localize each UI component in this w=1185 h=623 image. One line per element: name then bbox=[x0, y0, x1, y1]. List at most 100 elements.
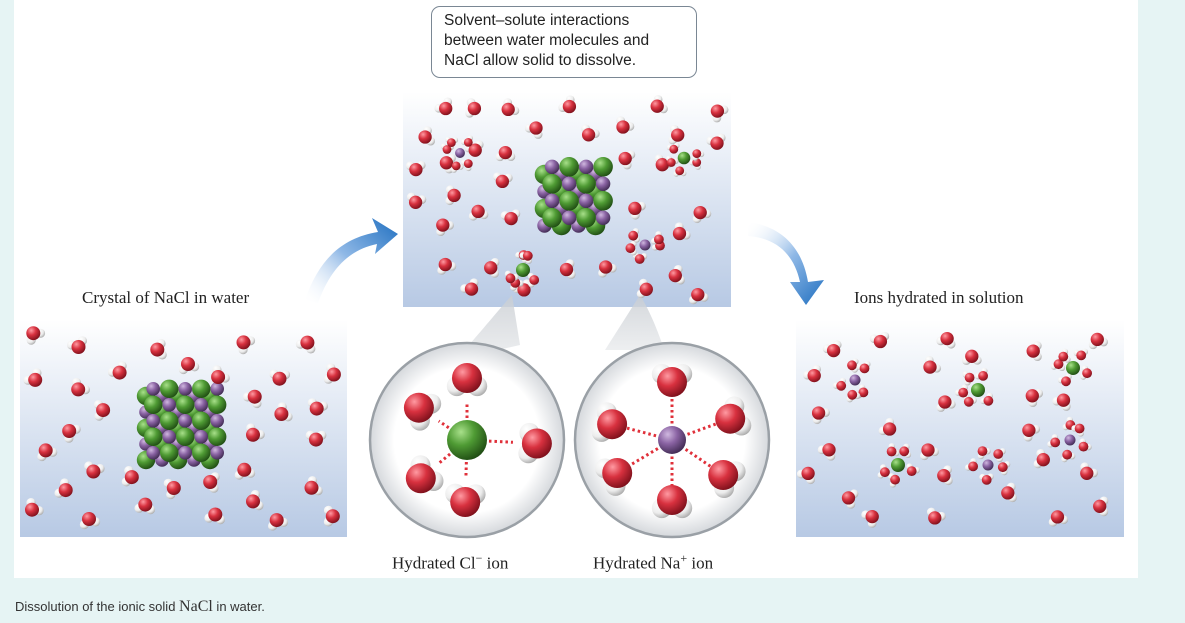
water-molecule bbox=[37, 443, 58, 462]
oxygen-atom bbox=[993, 449, 1004, 459]
chloride-ion bbox=[144, 427, 163, 446]
oxygen-atom bbox=[1050, 510, 1065, 524]
chloride-ion bbox=[144, 395, 163, 414]
oxygen-atom bbox=[304, 480, 319, 495]
chloride-ion bbox=[593, 157, 613, 177]
oxygen-atom bbox=[451, 161, 461, 171]
oxygen-atom bbox=[634, 254, 645, 264]
oxygen-atom bbox=[484, 261, 498, 275]
oxygen-atom bbox=[1001, 486, 1015, 500]
oxygen-atom bbox=[495, 174, 510, 189]
oxygen-atom bbox=[439, 101, 453, 116]
oxygen-atom bbox=[668, 268, 682, 283]
oxygen-atom bbox=[807, 368, 821, 383]
oxygen-atom bbox=[442, 145, 452, 154]
sodium-ion bbox=[561, 176, 577, 192]
oxygen-atom bbox=[923, 360, 937, 374]
oxygen-atom bbox=[1025, 389, 1039, 403]
oxygen-atom bbox=[166, 481, 181, 495]
oxygen-atom bbox=[1022, 423, 1036, 437]
water-molecule bbox=[1078, 438, 1092, 452]
water-molecule bbox=[962, 394, 977, 407]
oxygen-atom bbox=[246, 494, 260, 509]
oxygen-atom bbox=[274, 407, 289, 421]
oxygen-atom bbox=[602, 458, 633, 488]
water-molecule bbox=[1088, 332, 1108, 350]
oxygen-atom bbox=[450, 487, 481, 517]
chloride-ion bbox=[192, 443, 211, 462]
water-molecule bbox=[846, 389, 861, 403]
water-molecule bbox=[636, 278, 653, 299]
water-molecule bbox=[926, 507, 946, 525]
arrow-left-to-center bbox=[305, 218, 398, 303]
label-hydrated-cl-suffix: ion bbox=[482, 553, 509, 573]
oxygen-atom bbox=[655, 158, 669, 172]
molecule-layer bbox=[23, 95, 1109, 531]
sodium-ion bbox=[849, 374, 861, 386]
oxygen-atom bbox=[890, 474, 900, 485]
oxygen-atom bbox=[958, 387, 969, 398]
oxygen-atom bbox=[691, 287, 705, 302]
water-molecule bbox=[323, 363, 341, 384]
sodium-ion bbox=[210, 382, 224, 396]
sodium-ion bbox=[1064, 434, 1076, 446]
water-molecule bbox=[436, 218, 454, 236]
water-molecule bbox=[500, 209, 521, 226]
water-molecule bbox=[936, 331, 956, 349]
oxygen-atom bbox=[616, 120, 630, 134]
oxygen-atom bbox=[1058, 351, 1069, 362]
oxygen-atom bbox=[38, 443, 53, 458]
chloride-ion bbox=[516, 263, 530, 277]
label-hydrated-cl-charge: − bbox=[475, 551, 483, 565]
zoom-cone-right bbox=[605, 295, 665, 350]
label-hydrated-na: Hydrated Na+ ion bbox=[593, 551, 713, 574]
oxygen-atom bbox=[529, 275, 540, 285]
callout-box: Solvent–solute interactions between wate… bbox=[431, 6, 697, 78]
oxygen-atom bbox=[309, 432, 323, 447]
oxygen-atom bbox=[559, 262, 574, 277]
water-molecule bbox=[710, 104, 729, 123]
oxygen-atom bbox=[504, 211, 518, 226]
oxygen-atom bbox=[436, 218, 450, 232]
oxygen-atom bbox=[618, 151, 632, 166]
oxygen-atom bbox=[62, 424, 77, 438]
oxygen-atom bbox=[880, 467, 890, 478]
water-molecule bbox=[1057, 373, 1072, 387]
oxygen-atom bbox=[899, 446, 910, 457]
oxygen-atom bbox=[463, 137, 473, 147]
oxygen-atom bbox=[28, 372, 43, 387]
water-molecule bbox=[993, 448, 1006, 463]
callout-line-2: between water molecules and bbox=[444, 32, 650, 49]
sodium-ion bbox=[210, 446, 224, 460]
oxygen-atom bbox=[906, 466, 917, 476]
water-molecule bbox=[1025, 389, 1044, 407]
oxygen-atom bbox=[671, 128, 685, 142]
water-molecule bbox=[234, 462, 256, 480]
water-molecule bbox=[822, 340, 842, 358]
water-molecule bbox=[692, 149, 705, 161]
label-hydrated-cl: Hydrated Cl− ion bbox=[392, 551, 508, 574]
oxygen-atom bbox=[978, 371, 988, 381]
oxygen-atom bbox=[937, 468, 951, 483]
water-molecule bbox=[23, 368, 43, 387]
water-molecule bbox=[246, 423, 265, 442]
water-molecule bbox=[1047, 434, 1061, 448]
chloride-ion bbox=[208, 395, 227, 414]
water-molecule bbox=[405, 160, 426, 177]
water-molecule bbox=[418, 126, 435, 146]
sodium-ion bbox=[544, 159, 560, 175]
water-molecule bbox=[501, 98, 520, 117]
water-molecule bbox=[79, 512, 101, 530]
sodium-ion bbox=[146, 382, 160, 396]
water-molecule bbox=[246, 490, 264, 511]
sodium-ion bbox=[146, 446, 160, 460]
oxygen-atom bbox=[965, 349, 979, 363]
water-molecule bbox=[307, 398, 328, 416]
water-molecule bbox=[134, 497, 156, 515]
water-molecule bbox=[974, 367, 988, 381]
oxygen-atom bbox=[672, 226, 687, 241]
water-molecule bbox=[71, 377, 90, 397]
oxygen-atom bbox=[940, 331, 954, 346]
oxygen-atom bbox=[529, 121, 543, 135]
oxygen-atom bbox=[882, 422, 897, 436]
